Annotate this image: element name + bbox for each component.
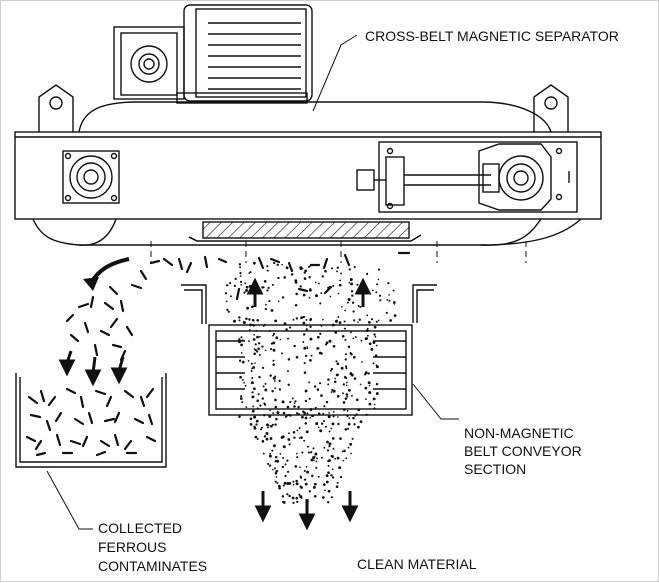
cross-belt: [32, 101, 582, 246]
label-clean-material: CLEAN MATERIAL: [357, 556, 477, 572]
label-collected-1: COLLECTED: [98, 520, 182, 536]
label-collected-3: CONTAMINATES: [98, 558, 207, 574]
leader-lines: [46, 34, 459, 530]
magnet-block: [188, 221, 422, 242]
take-up-assembly: [356, 141, 578, 213]
separator-frame: [14, 131, 602, 220]
bulk-material: [224, 261, 397, 504]
chute: [181, 284, 437, 324]
mounting-bracket-right: [533, 84, 569, 132]
clean-arrows: [254, 491, 359, 531]
label-conveyor-3: SECTION: [464, 461, 526, 477]
label-conveyor-1: NON-MAGNETIC: [464, 425, 574, 441]
mounting-bracket-left: [38, 84, 74, 132]
left-bearing: [62, 150, 120, 204]
label-collected-2: FERROUS: [98, 539, 166, 555]
label-separator: CROSS-BELT MAGNETIC SEPARATOR: [365, 28, 619, 44]
conveyor-section: [208, 324, 413, 416]
drive-motor: [113, 4, 313, 104]
centerlines: [150, 241, 527, 263]
collection-bin: [15, 373, 167, 468]
ferrous-pieces: [25, 251, 411, 457]
falling-arrows: [58, 350, 128, 387]
label-conveyor-2: BELT CONVEYOR: [464, 443, 582, 459]
ejection-arrow: [83, 257, 130, 291]
